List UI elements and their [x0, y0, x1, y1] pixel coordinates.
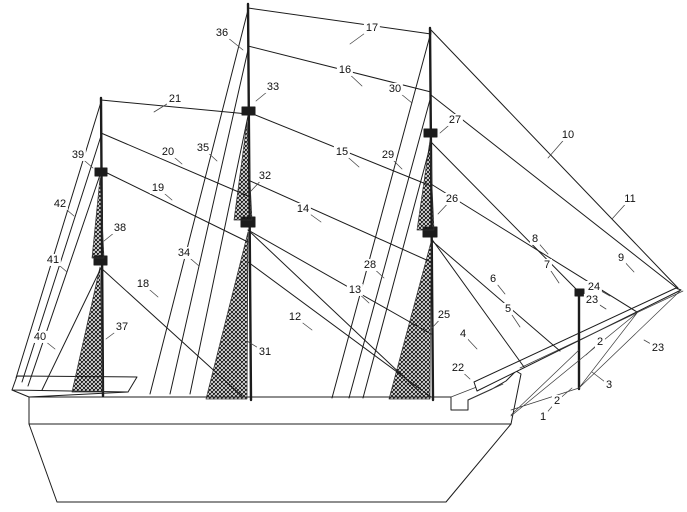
- label-leader-line: [593, 286, 611, 297]
- label-leader-line: [349, 27, 373, 45]
- label-leader-line: [457, 367, 471, 380]
- label-leader-line: [462, 333, 478, 350]
- label-leader-line: [534, 238, 549, 255]
- label-leader-line: [439, 119, 456, 134]
- label-leader-line: [591, 299, 607, 310]
- label-leader-line: [341, 151, 360, 168]
- label-leader-line: [437, 198, 453, 215]
- label-leader-line: [643, 339, 659, 349]
- label-leader-line: [547, 134, 569, 159]
- label-leader-line: [620, 257, 635, 273]
- label-leader-line: [546, 264, 560, 284]
- masts: [93, 2, 438, 402]
- label-leader-line: [354, 289, 370, 304]
- label-leader-line: [77, 154, 94, 169]
- label-leader-line: [105, 326, 123, 340]
- label-leader-line: [294, 316, 313, 331]
- label-leader-line: [611, 198, 631, 220]
- leader-lines: [39, 27, 659, 418]
- label-leader-line: [492, 278, 506, 295]
- label-leader-line: [302, 208, 322, 223]
- label-leader-line: [394, 88, 413, 104]
- label-leader-line: [183, 252, 200, 267]
- label-leader-line: [255, 86, 274, 102]
- label-leader-line: [585, 341, 601, 356]
- bowsprit: [473, 287, 684, 417]
- label-leader-line: [250, 175, 266, 192]
- standing-rigging: [15, 7, 679, 399]
- hull: [11, 370, 522, 503]
- shrouds: [71, 121, 435, 400]
- label-leader-line: [542, 401, 557, 418]
- label-leader-line: [59, 203, 75, 217]
- label-leader-line: [103, 227, 121, 242]
- bowsprit-cap: [574, 288, 585, 297]
- label-leader-line: [142, 283, 159, 298]
- martingale-stays: [510, 289, 682, 417]
- label-leader-line: [52, 259, 68, 273]
- label-leader-line: [369, 264, 385, 279]
- label-leader-line: [591, 371, 610, 386]
- label-leader-line: [157, 187, 173, 201]
